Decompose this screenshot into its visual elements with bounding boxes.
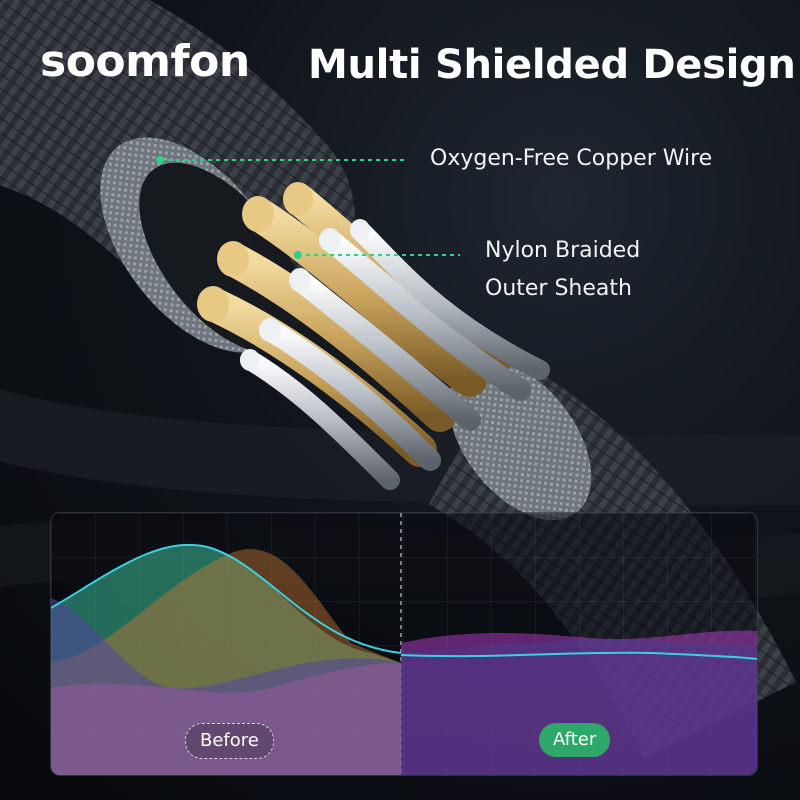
callout-nylon-sheath: Nylon Braided Outer Sheath: [485, 232, 640, 308]
callout-copper-wire: Oxygen-Free Copper Wire: [430, 146, 713, 171]
after-label: After: [539, 723, 611, 757]
page-title: Multi Shielded Design: [308, 42, 796, 88]
callout-nylon-line-2: Outer Sheath: [485, 276, 632, 301]
brand-logo: soomfon: [40, 36, 250, 87]
signal-comparison-panel: Before After: [50, 512, 758, 776]
before-label: Before: [185, 723, 274, 759]
callout-nylon-line-1: Nylon Braided: [485, 238, 641, 263]
signal-waveform-graphic: [51, 513, 757, 775]
